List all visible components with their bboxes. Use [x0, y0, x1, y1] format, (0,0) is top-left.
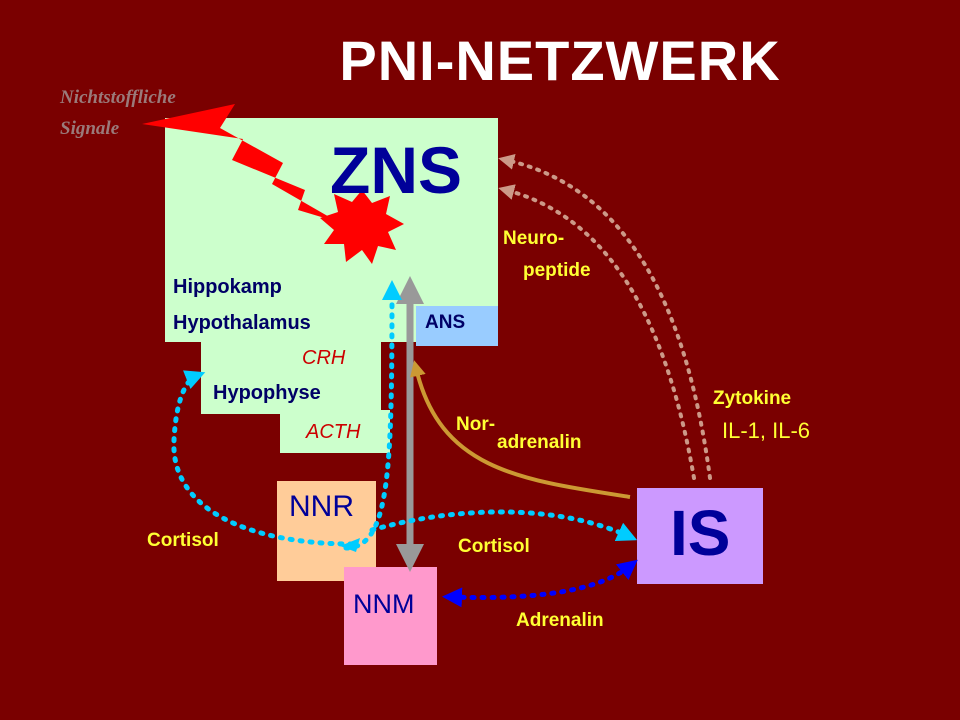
is-label: IS: [670, 497, 731, 569]
cytokine-arrow-inner: [498, 184, 696, 480]
cortisol-feedback-arrow: [171, 370, 355, 547]
acth-box: [280, 410, 390, 453]
noradrenaline-label-line2: adrenalin: [497, 432, 582, 453]
cortisol-arrowhead-icon: [340, 538, 360, 552]
adrenaline-arrow: [442, 559, 638, 608]
cortisol-feedback-label: Cortisol: [147, 530, 219, 551]
nnr-box: [277, 481, 376, 581]
cytokines-label-line1: Zytokine: [713, 388, 792, 409]
noradrenaline-arrow: [410, 360, 631, 499]
hypophyse-box: [201, 340, 381, 414]
neuropeptide-label-line2: peptide: [523, 260, 591, 281]
zns-box: [165, 118, 498, 342]
ans-label: ANS: [425, 312, 466, 333]
impact-starburst-icon: [320, 190, 404, 264]
nnm-label: NNM: [353, 589, 415, 619]
cortisol-cns-arrow: [343, 280, 402, 551]
ans-box: [416, 306, 498, 346]
cytokine-arrow-outer: [498, 153, 712, 480]
is-box: [637, 488, 763, 584]
lightning-icon: [142, 104, 338, 222]
acth-label: ACTH: [306, 421, 361, 443]
cytokines-label-line2: IL-1, IL-6: [722, 418, 811, 443]
nnm-box: [344, 567, 437, 665]
page-title: PNI-NETZWERK: [339, 29, 781, 92]
hypothalamus-label: Hypothalamus: [173, 312, 311, 334]
cortisol-immune-arrow: [369, 509, 638, 541]
adrenaline-label: Adrenalin: [516, 610, 604, 631]
external-signals-line2: Signale: [60, 118, 120, 139]
zns-label: ZNS: [330, 133, 462, 207]
external-signals-line1: Nichtstoffliche: [60, 87, 176, 108]
noradrenaline-label-line1: Nor-: [456, 414, 496, 435]
crh-label: CRH: [302, 347, 346, 369]
hippocampus-label: Hippokamp: [173, 276, 282, 298]
neuropeptide-label-line1: Neuro-: [503, 228, 565, 249]
nnr-label: NNR: [289, 490, 354, 523]
cortisol-immune-label: Cortisol: [458, 536, 530, 557]
external-signals-label: Nichtstoffliche Signale: [60, 82, 260, 144]
hypophyse-label: Hypophyse: [213, 382, 321, 404]
